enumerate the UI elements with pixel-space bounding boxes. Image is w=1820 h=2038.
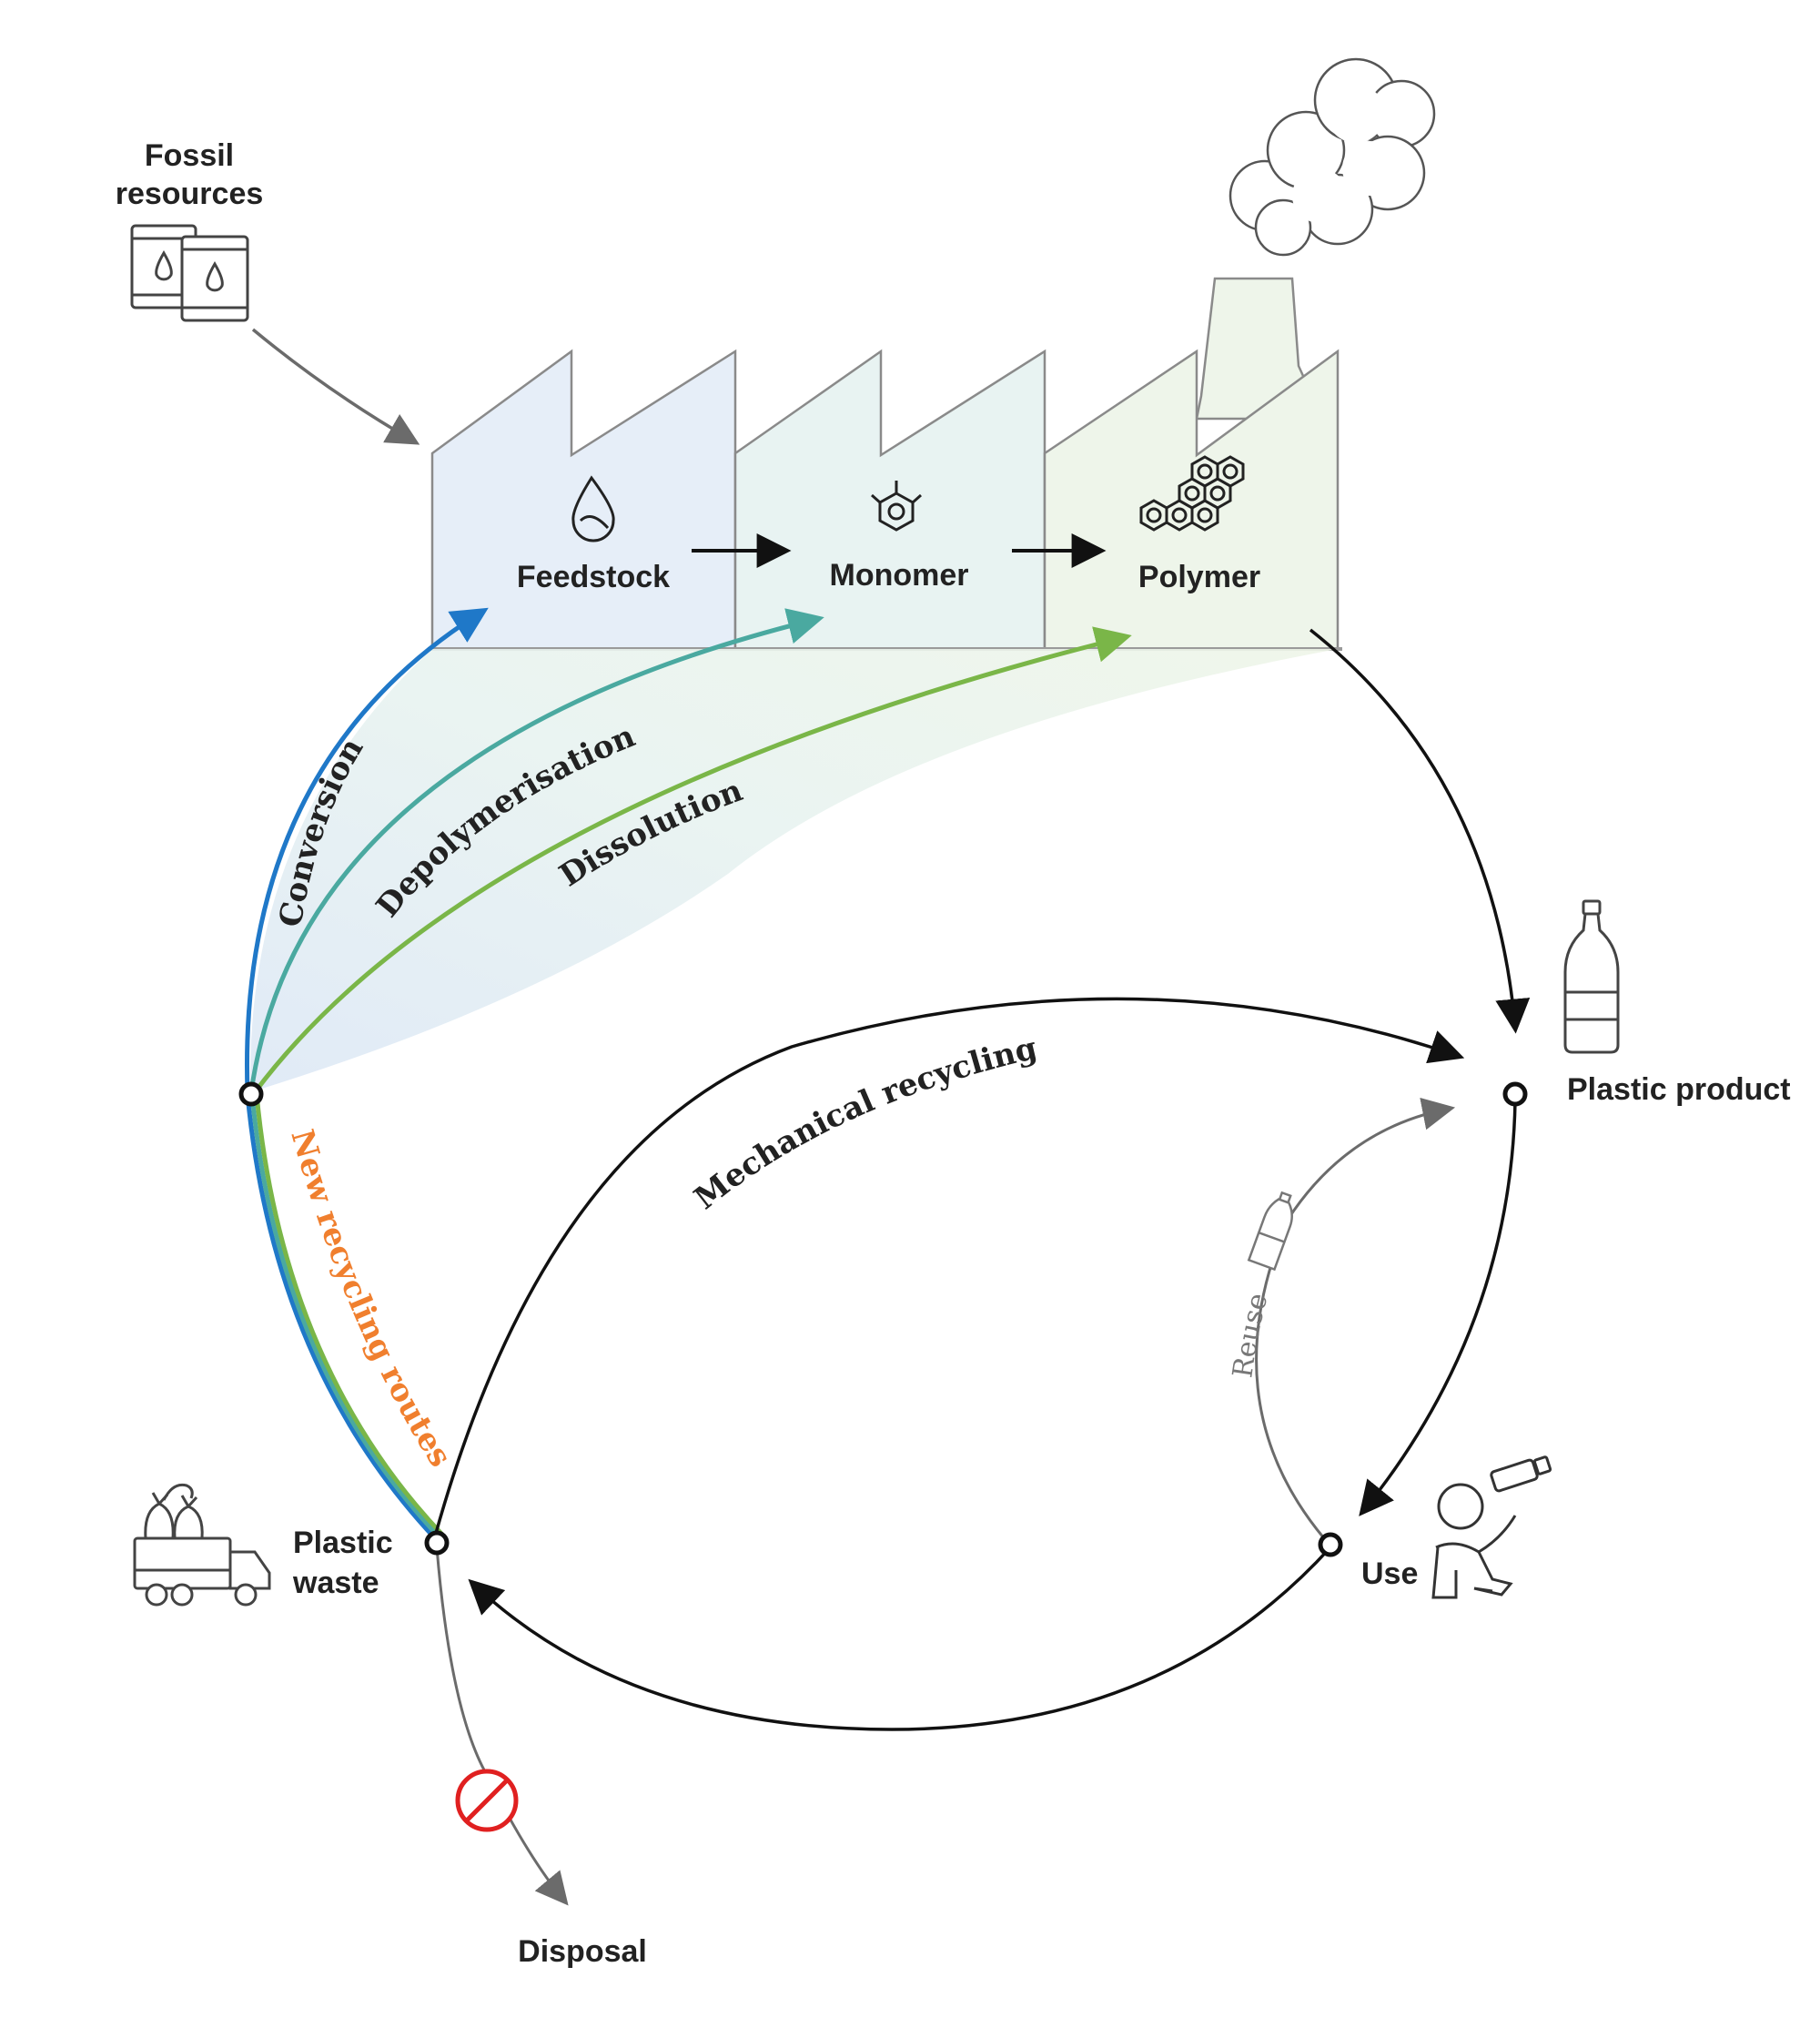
depolymerisation-arrow [248,608,824,1093]
fossil-to-factory-arrow [251,328,420,445]
label-plastic-waste-line2: waste [292,1566,379,1600]
node-fan-origin [238,1081,264,1107]
label-monomer: Monomer [830,558,969,593]
nodes [238,1081,1528,1557]
recycling-fan-area [249,649,1338,1092]
monomer-molecule-icon [871,481,922,532]
droplet-icon [571,475,615,542]
product-to-use-arrow [1359,1100,1517,1516]
use-to-waste-arrow [468,1546,1332,1731]
conversion-arrow [244,607,489,1093]
smoke-cloud-icon [1228,57,1436,257]
dissolution-arrow [253,626,1132,1094]
label-fossil-line2: resources [116,177,264,211]
prohibit-icon [455,1769,519,1832]
route-label-new-recycling-path: New recycling routes [283,1126,458,1474]
label-feedstock: Feedstock [517,560,670,594]
label-fossil-line1: Fossil [145,138,234,173]
route-label-new-recycling: New recycling routes [283,1126,458,1474]
main-loop-arrows [251,328,1531,1906]
label-polymer: Polymer [1138,560,1260,594]
node-use [1318,1532,1343,1557]
route-label-mechanical-path: Mechanical recycling [688,1030,1041,1217]
label-plastic-waste-line1: Plastic [293,1526,393,1560]
factory-section-feedstock [430,349,737,651]
reuse-arrow [1255,1097,1456,1539]
label-plastic-product: Plastic product [1567,1072,1791,1107]
factory-section-monomer [733,349,1046,651]
garbage-truck-icon [133,1483,271,1607]
small-bottle-icon [1247,1191,1293,1272]
route-label-reuse: Reuse [1227,1290,1274,1380]
factory-to-product-arrow [1309,628,1531,1034]
polymer-molecule-icon [1139,455,1245,532]
mechanical-recycling-arrow [433,997,1465,1537]
label-use: Use [1361,1556,1418,1591]
route-label-mechanical: Mechanical recycling [688,1030,1041,1217]
node-plastic-waste [424,1530,450,1556]
node-plastic-product [1502,1081,1528,1107]
label-disposal: Disposal [518,1934,647,1969]
person-drinking-icon [1431,1455,1552,1599]
route-label-reuse-path: Reuse [1227,1290,1274,1380]
chemical-recycling-routes [244,607,1132,1540]
bottle-icon [1563,899,1620,1054]
waste-to-disposal-arrow [435,1546,569,1906]
oil-barrels-icon [130,224,249,322]
